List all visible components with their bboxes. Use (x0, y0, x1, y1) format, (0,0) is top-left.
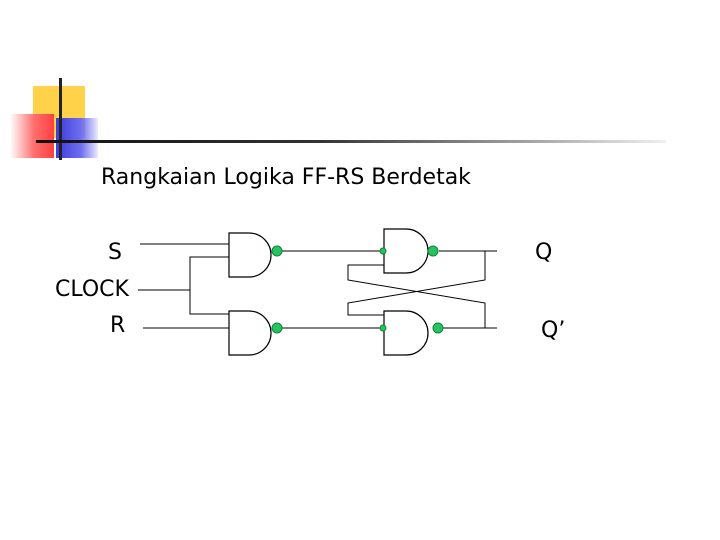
output-label-q-not: Q’ (541, 318, 566, 343)
nand-gate-2 (228, 310, 272, 356)
input-label-s: S (108, 240, 122, 265)
slide-title: Rangkaian Logika FF-RS Berdetak (101, 165, 471, 190)
blue-square-decoration (56, 118, 98, 158)
nand-gate-4 (383, 310, 429, 356)
red-square-decoration (10, 114, 54, 158)
input-label-r: R (110, 313, 126, 338)
inversion-bubble-gate1 (271, 245, 283, 257)
nand-gate-1 (228, 232, 272, 278)
nand-gate-3 (383, 228, 429, 274)
inversion-bubble-gate3 (427, 245, 439, 257)
wire-feedback-qnot-to-gate3 (347, 264, 486, 328)
input-bubble-gate3 (379, 247, 387, 255)
horizontal-rule (36, 140, 666, 143)
inversion-bubble-gate4 (432, 322, 444, 334)
wire-feedback-q-to-gate4 (347, 251, 486, 316)
vertical-rule (59, 78, 62, 160)
wire-clock-to-gate2 (189, 290, 229, 315)
input-bubble-gate4 (379, 324, 387, 332)
input-label-clock: CLOCK (55, 277, 129, 302)
inversion-bubble-gate2 (271, 322, 283, 334)
output-label-q: Q (535, 240, 553, 265)
wire-clock-to-gate1 (189, 256, 229, 290)
